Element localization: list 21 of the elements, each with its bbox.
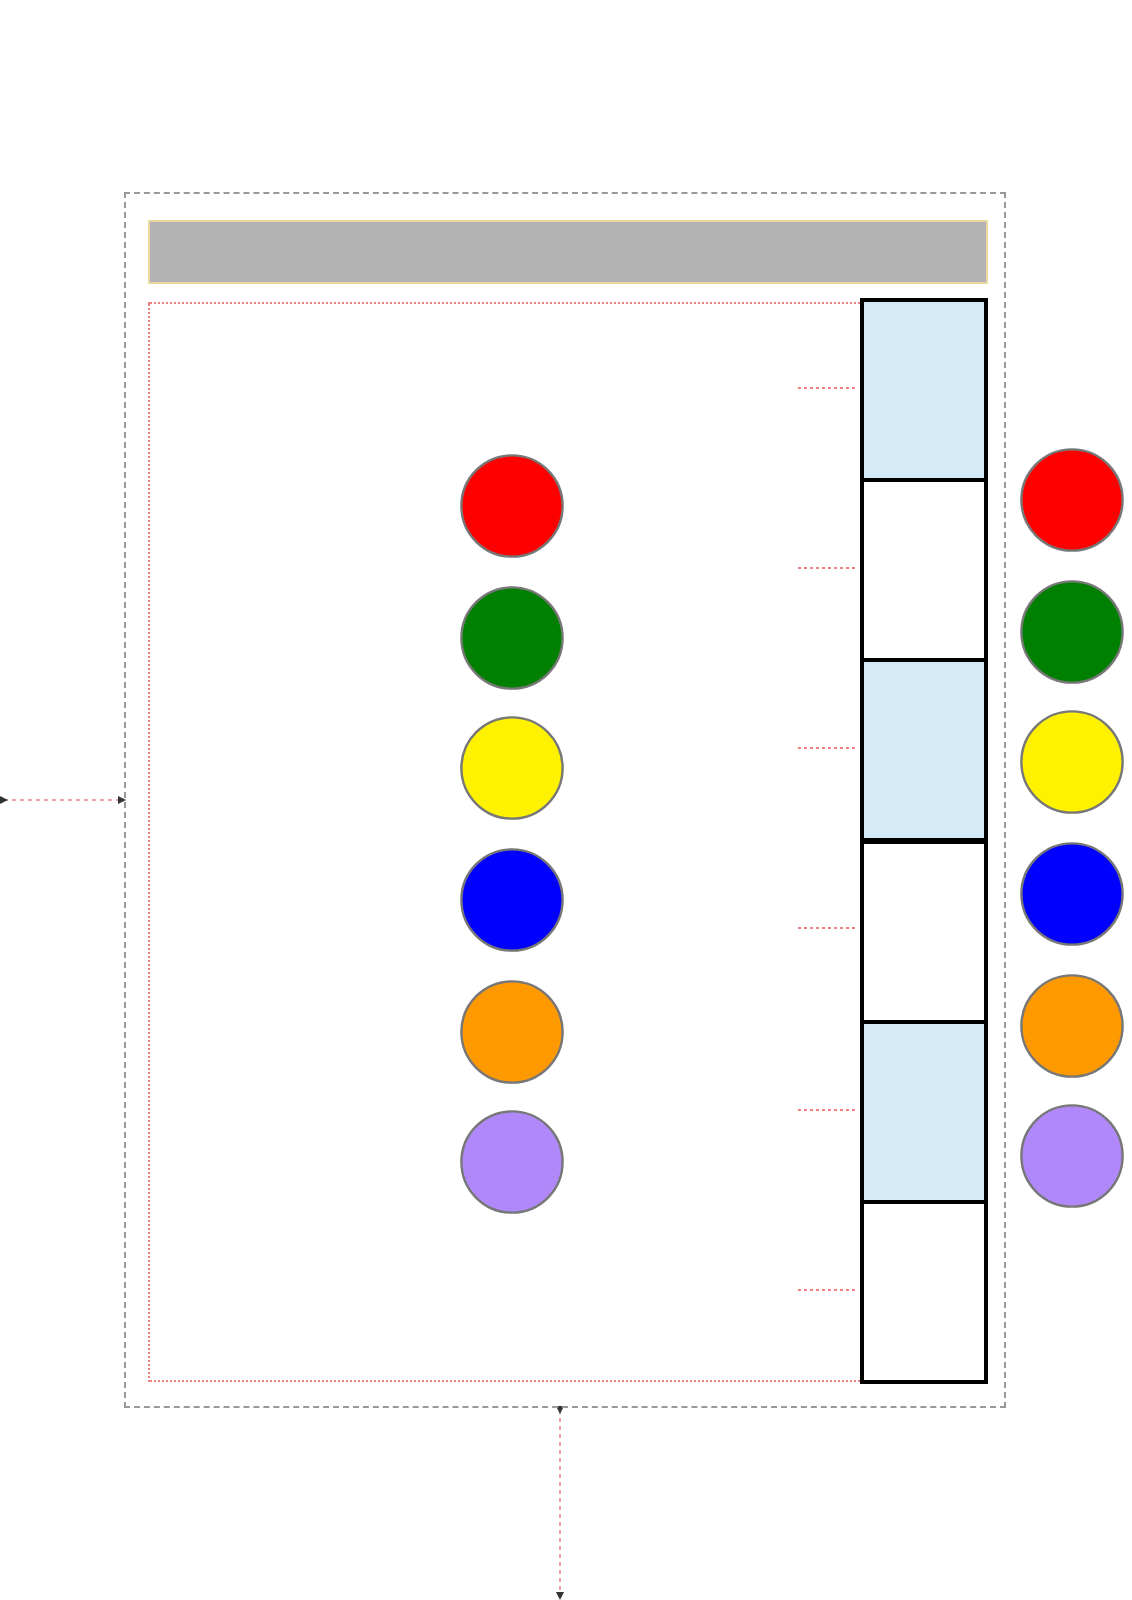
header-bar (148, 220, 988, 284)
circle-marker (460, 980, 564, 1084)
panel-box (860, 478, 988, 663)
page-frame (124, 192, 1006, 1408)
circle-marker (1020, 842, 1124, 946)
panel-box (860, 298, 988, 482)
circle-marker (460, 586, 564, 690)
panel-box (860, 1200, 988, 1384)
circle-marker (460, 1110, 564, 1214)
panel-box (860, 839, 988, 1024)
circle-marker (460, 454, 564, 558)
panel-box (860, 658, 988, 843)
circle-marker (1020, 974, 1124, 1078)
circle-marker (1020, 1104, 1124, 1208)
circle-marker (1020, 710, 1124, 814)
circle-marker (460, 848, 564, 952)
circle-marker (1020, 580, 1124, 684)
circle-marker (460, 716, 564, 820)
circle-marker (1020, 448, 1124, 552)
content-area (148, 302, 864, 1382)
panel-box (860, 1019, 988, 1204)
